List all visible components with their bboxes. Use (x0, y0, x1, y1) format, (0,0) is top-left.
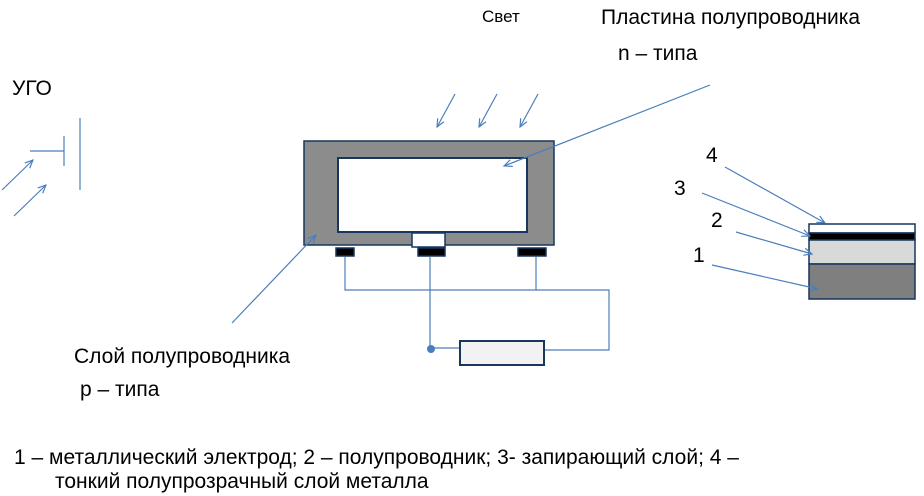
contact-center (417, 247, 446, 257)
layer-4-metal-film (808, 223, 916, 234)
photocell-body (303, 140, 555, 257)
n-type-plate (337, 157, 528, 233)
layer-structure (808, 223, 916, 300)
circuit-wires (344, 257, 610, 351)
load-resistor (459, 340, 545, 366)
light-arrow-3 (520, 93, 539, 127)
layer-3-label: 3 (674, 177, 686, 200)
ugo-light-arrow-2 (13, 185, 46, 217)
ugo-label: УГО (12, 77, 52, 100)
leader-layer-3 (701, 192, 810, 236)
layer-leaders (701, 166, 825, 289)
legend-caption-line2: тонкий полупрозрачный слой металла (55, 469, 429, 493)
layer-4-label: 4 (706, 144, 718, 167)
light-arrows (437, 93, 539, 127)
light-arrow-1 (437, 93, 456, 127)
light-arrow-2 (479, 93, 498, 127)
ugo-symbol (1, 118, 81, 217)
layer-3-barrier (808, 232, 916, 241)
layer-1-label: 1 (693, 244, 705, 267)
layer-1-electrode (808, 263, 916, 300)
contact-left (335, 247, 355, 257)
legend-caption-line1: 1 – металлический электрод; 2 – полупров… (14, 446, 739, 469)
junction-node (427, 345, 435, 353)
ugo-light-arrow-1 (1, 160, 33, 191)
wire-center (429, 257, 460, 349)
wire-to-right-terminal (536, 289, 610, 351)
n-plate-label-line1: Пластина полупроводника (601, 6, 861, 29)
contact-right (517, 247, 547, 257)
center-window (411, 232, 446, 248)
leader-layer-4 (724, 166, 825, 223)
n-plate-label-line2: n – типа (618, 42, 698, 65)
layer-2-label: 2 (711, 209, 723, 232)
layer-2-semiconductor (808, 239, 916, 265)
wire-left-right (344, 257, 537, 291)
leader-layer-1 (711, 264, 818, 289)
legend-caption: 1 – металлический электрод; 2 – полупров… (14, 446, 914, 493)
p-layer-label-line2: p – типа (80, 378, 160, 401)
leader-p-layer (231, 235, 316, 324)
light-label: Свет (482, 7, 520, 26)
leader-layer-2 (735, 231, 812, 254)
leader-n-plate (504, 84, 711, 166)
p-layer-label-line1: Слой полупроводника (74, 345, 291, 368)
